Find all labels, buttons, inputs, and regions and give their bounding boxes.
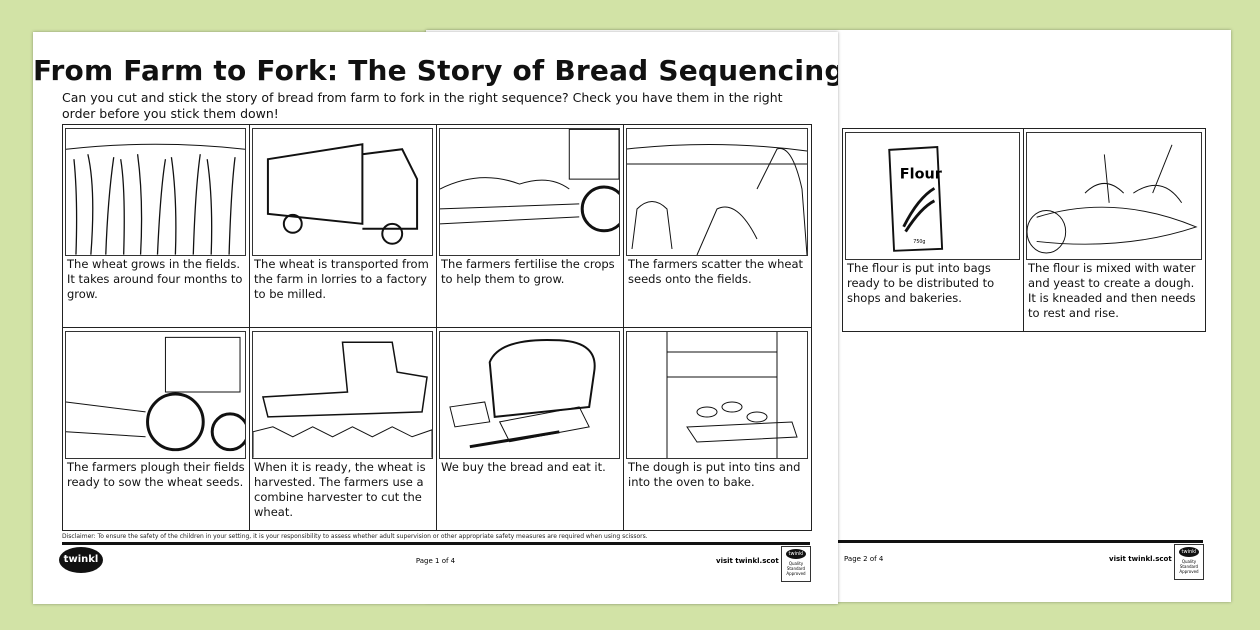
card[interactable]: The dough is put into tins and into the … xyxy=(624,328,811,530)
card-caption: We buy the bread and eat it. xyxy=(441,460,606,474)
badge-subtitle: Quality Standard Approved xyxy=(1179,559,1199,574)
bread-and-butter-icon xyxy=(439,331,620,459)
flour-bag-label: Flour xyxy=(900,167,943,183)
tractor-sprayer-icon xyxy=(439,128,620,256)
website-link[interactable]: visit twinkl.scot xyxy=(716,557,779,565)
badge-subtitle: Quality Standard Approved xyxy=(786,561,806,576)
tractor-plough-icon xyxy=(65,331,246,459)
hands-scattering-seeds-icon xyxy=(626,128,808,256)
card-caption: The farmers scatter the wheat seeds onto… xyxy=(628,257,804,286)
worksheet-page-1: From Farm to Fork: The Story of Bread Se… xyxy=(33,32,838,604)
card[interactable]: The wheat is transported from the farm i… xyxy=(250,125,437,328)
page-title: From Farm to Fork: The Story of Bread Se… xyxy=(33,54,838,87)
badge-title: twinkl xyxy=(1179,547,1199,557)
lorry-icon xyxy=(252,128,433,256)
card-caption: The dough is put into tins and into the … xyxy=(628,460,801,489)
card[interactable]: The farmers fertilise the crops to help … xyxy=(437,125,624,328)
card-caption: The flour is mixed with water and yeast … xyxy=(1028,261,1196,320)
kneading-dough-icon xyxy=(1026,132,1202,260)
card[interactable]: The farmers scatter the wheat seeds onto… xyxy=(624,125,811,328)
card[interactable]: We buy the bread and eat it. xyxy=(437,328,624,530)
card-caption: The wheat grows in the fields. It takes … xyxy=(67,257,243,301)
badge-title: twinkl xyxy=(786,549,806,559)
card[interactable]: The farmers plough their fields ready to… xyxy=(63,328,250,530)
disclaimer: Disclaimer: To ensure the safety of the … xyxy=(62,533,648,540)
card[interactable]: Flour 750g The flour is put into bags rea… xyxy=(843,129,1024,331)
website-link[interactable]: visit twinkl.scot xyxy=(1109,555,1172,563)
card-caption: The farmers plough their fields ready to… xyxy=(67,460,245,489)
flour-bag-weight: 750g xyxy=(913,239,925,245)
card-caption: The flour is put into bags ready to be d… xyxy=(847,261,995,305)
wheat-field-icon xyxy=(65,128,246,256)
divider xyxy=(838,540,1203,543)
combine-harvester-icon xyxy=(252,331,433,459)
instructions: Can you cut and stick the story of bread… xyxy=(62,90,783,121)
card-caption: The wheat is transported from the farm i… xyxy=(254,257,429,301)
divider xyxy=(62,542,810,545)
card[interactable]: The flour is mixed with water and yeast … xyxy=(1024,129,1205,331)
card[interactable]: When it is ready, the wheat is harvested… xyxy=(250,328,437,530)
card-caption: When it is ready, the wheat is harvested… xyxy=(254,460,426,519)
oven-icon xyxy=(626,331,808,459)
card[interactable]: The wheat grows in the fields. It takes … xyxy=(63,125,250,328)
card-grid: Flour 750g The flour is put into bags rea… xyxy=(842,128,1206,332)
page-number: Page 1 of 4 xyxy=(415,557,456,565)
twinkl-logo: twinkl xyxy=(59,547,103,573)
flour-bag-icon: Flour 750g xyxy=(845,132,1020,260)
card-caption: The farmers fertilise the crops to help … xyxy=(441,257,615,286)
card-grid: The wheat grows in the fields. It takes … xyxy=(62,124,812,531)
page-number: Page 2 of 4 xyxy=(844,555,884,563)
